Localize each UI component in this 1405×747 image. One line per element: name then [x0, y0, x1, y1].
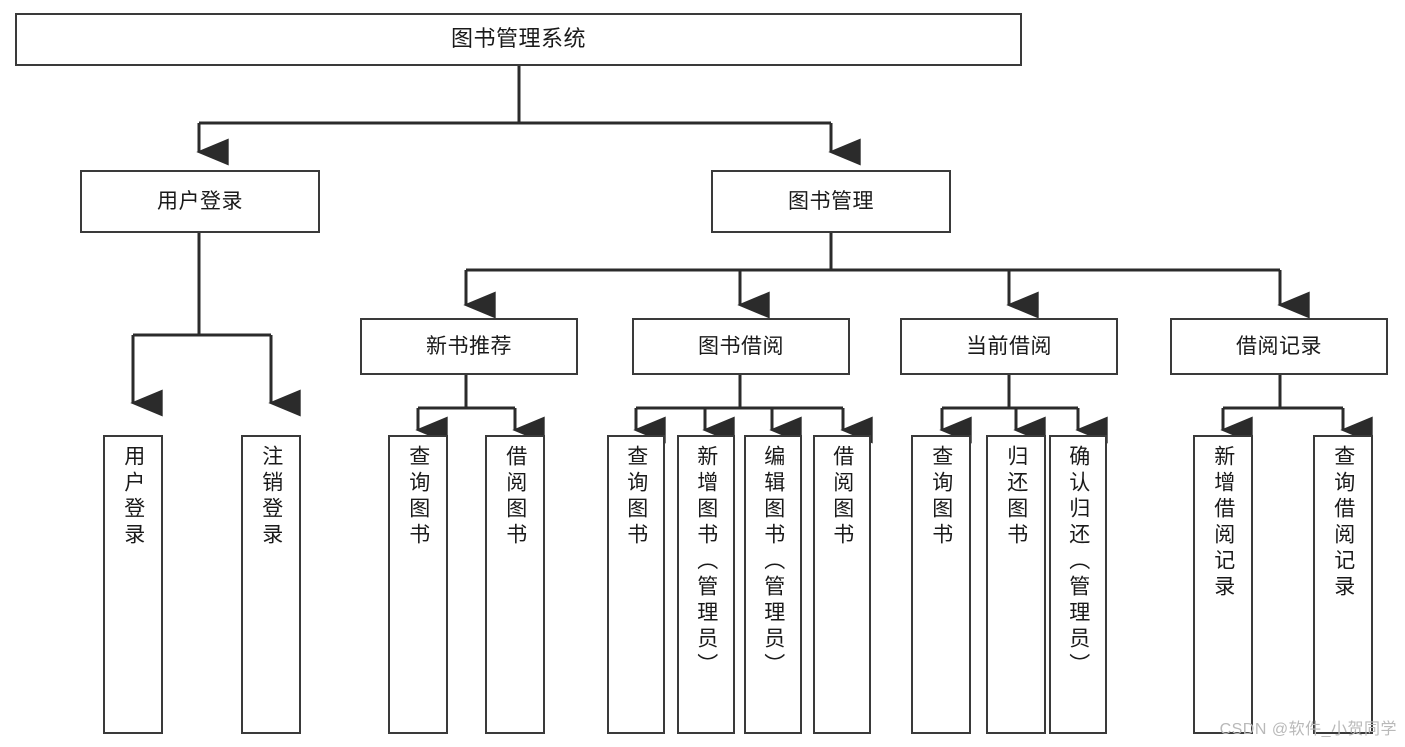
node-borrow-record[interactable]: 借阅记录	[1170, 318, 1388, 375]
node-label: 用户登录	[157, 189, 243, 213]
node-new-book-recommend[interactable]: 新书推荐	[360, 318, 578, 375]
leaf-new-book-borrow[interactable]: 借阅图书	[485, 435, 545, 734]
leaf-current-borrow-confirm[interactable]: 确认归还（管理员）	[1049, 435, 1107, 734]
node-current-borrow[interactable]: 当前借阅	[900, 318, 1118, 375]
node-label: 查询图书	[624, 445, 648, 549]
node-label: 用户登录	[121, 445, 145, 549]
leaf-new-book-query[interactable]: 查询图书	[388, 435, 448, 734]
node-label: 注销登录	[259, 445, 283, 549]
leaf-user-login-signout[interactable]: 注销登录	[241, 435, 301, 734]
leaf-user-login-signin[interactable]: 用户登录	[103, 435, 163, 734]
node-label: 图书管理系统	[450, 26, 586, 52]
leaf-current-borrow-query[interactable]: 查询图书	[911, 435, 971, 734]
node-book-management[interactable]: 图书管理	[711, 170, 951, 233]
node-user-login[interactable]: 用户登录	[80, 170, 320, 233]
node-label: 借阅记录	[1236, 334, 1322, 358]
leaf-book-borrow-edit[interactable]: 编辑图书（管理员）	[744, 435, 802, 734]
node-label: 查询图书	[929, 445, 953, 549]
leaf-book-borrow-add[interactable]: 新增图书（管理员）	[677, 435, 735, 734]
node-label: 新增借阅记录	[1211, 445, 1235, 601]
leaf-book-borrow-lend[interactable]: 借阅图书	[813, 435, 871, 734]
node-label: 归还图书	[1004, 445, 1028, 549]
leaf-borrow-record-query[interactable]: 查询借阅记录	[1313, 435, 1373, 734]
node-root-system[interactable]: 图书管理系统	[15, 13, 1022, 66]
node-label: 借阅图书	[503, 445, 527, 549]
node-label: 新增图书（管理员）	[694, 445, 718, 679]
leaf-book-borrow-query[interactable]: 查询图书	[607, 435, 665, 734]
csdn-watermark: CSDN @软件_小贺同学	[1219, 721, 1397, 738]
leaf-current-borrow-return[interactable]: 归还图书	[986, 435, 1046, 734]
node-label: 新书推荐	[426, 334, 512, 358]
node-label: 借阅图书	[830, 445, 854, 549]
node-label: 查询借阅记录	[1331, 445, 1355, 601]
node-label: 确认归还（管理员）	[1066, 445, 1090, 679]
node-label: 图书借阅	[698, 334, 784, 358]
node-label: 图书管理	[788, 189, 874, 213]
node-label: 查询图书	[406, 445, 430, 549]
node-label: 当前借阅	[966, 334, 1052, 358]
node-book-borrow[interactable]: 图书借阅	[632, 318, 850, 375]
node-label: 编辑图书（管理员）	[761, 445, 785, 679]
leaf-borrow-record-add[interactable]: 新增借阅记录	[1193, 435, 1253, 734]
